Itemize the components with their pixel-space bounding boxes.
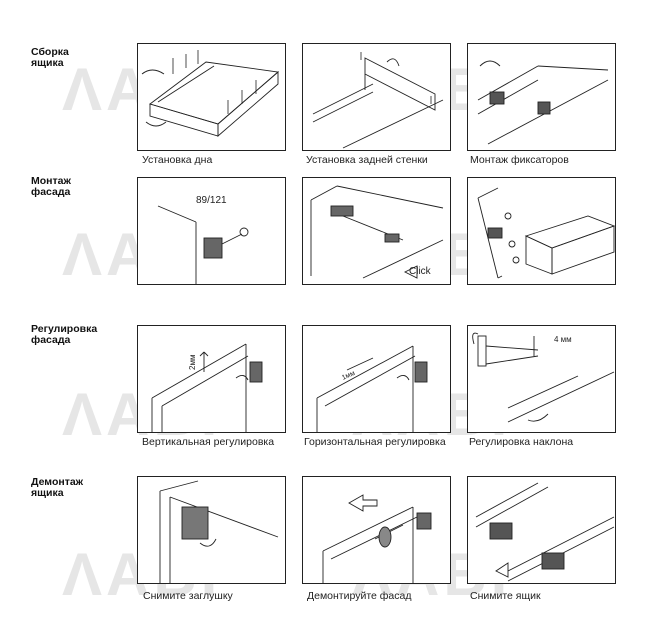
- panel-caption: Демонтируйте фасад: [307, 590, 412, 602]
- horizontal-range-label: 1мм: [341, 370, 356, 382]
- clips-mount-drawing: [477, 60, 609, 145]
- panel-caption: Снимите заглушку: [143, 590, 233, 602]
- horizontal-adjust-figure: 1мм: [302, 325, 451, 433]
- horizontal-adjust-drawing: 1мм: [316, 345, 428, 432]
- section-title-front-adjustment: Регулировка фасада: [31, 323, 98, 346]
- section-title-drawer-removal: Демонтаж ящика: [31, 476, 84, 499]
- panel-caption: Установка задней стенки: [306, 154, 428, 166]
- remove-drawer-figure: [467, 476, 616, 584]
- drawer-bottom-install-figure: [137, 43, 286, 151]
- front-click-figure: Click: [302, 177, 451, 285]
- bracket-size-label: 89/121: [196, 195, 227, 206]
- drawer-bottom-install-drawing: [141, 50, 280, 137]
- panel-caption: Снимите ящик: [470, 590, 541, 602]
- panel-caption: Горизонтальная регулировка: [304, 436, 446, 448]
- remove-cap-drawing: [159, 480, 279, 583]
- click-label: Click: [409, 266, 432, 277]
- section-title-front-mounting: Монтаж фасада: [31, 175, 71, 198]
- panel-caption: Установка дна: [142, 154, 213, 166]
- remove-front-drawing: [322, 494, 432, 583]
- tilt-adjust-figure: 4 мм: [467, 325, 616, 433]
- vertical-adjust-drawing: 2мм: [151, 343, 263, 432]
- vertical-range-label: 2мм: [188, 355, 197, 370]
- section-title-drawer-assembly: Сборка ящика: [31, 46, 69, 69]
- clips-mount-figure: [467, 43, 616, 151]
- remove-drawer-drawing: [475, 482, 615, 582]
- front-click-drawing: Click: [310, 185, 444, 279]
- remove-front-figure: [302, 476, 451, 584]
- tilt-range-label: 4 мм: [554, 335, 572, 344]
- panel-caption: Регулировка наклона: [469, 436, 574, 448]
- vertical-adjust-figure: 2мм: [137, 325, 286, 433]
- panel-caption: Вертикальная регулировка: [142, 436, 275, 448]
- front-bracket-figure: 89/121: [137, 177, 286, 285]
- remove-cap-figure: [137, 476, 286, 584]
- front-bracket-drawing: 89/121: [157, 195, 249, 284]
- back-wall-install-figure: [302, 43, 451, 151]
- panel-caption: Монтаж фиксаторов: [470, 154, 569, 166]
- front-attach-figure: [467, 177, 616, 285]
- front-attach-drawing: [477, 187, 615, 279]
- back-wall-install-drawing: [312, 52, 444, 149]
- tilt-adjust-drawing: 4 мм: [472, 332, 615, 423]
